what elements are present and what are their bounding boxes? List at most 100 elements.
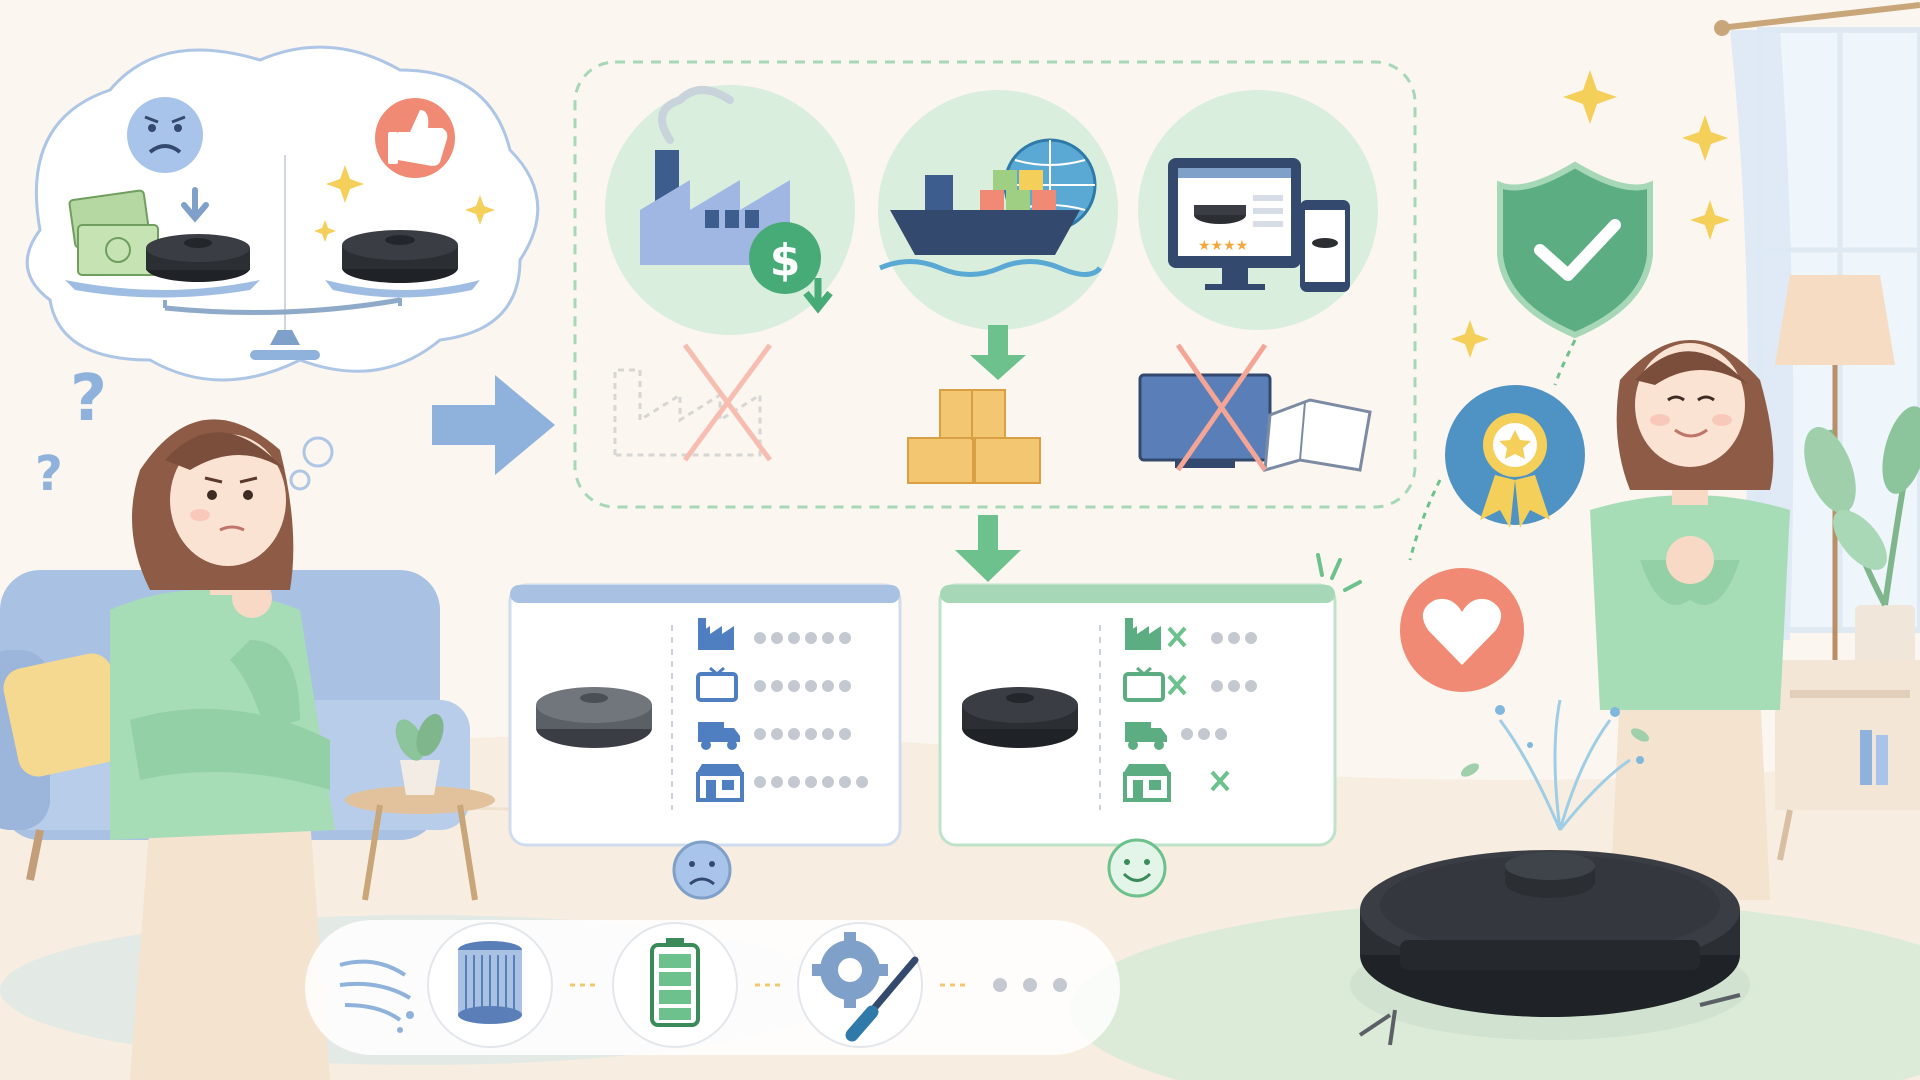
robot-vacuum-icon xyxy=(536,687,652,748)
progress-dot xyxy=(771,776,783,788)
progress-dot xyxy=(788,728,800,740)
progress-dot xyxy=(788,632,800,644)
progress-dot xyxy=(1228,680,1240,692)
progress-dot xyxy=(839,632,851,644)
filter-icon xyxy=(458,941,522,1024)
progress-dot xyxy=(1228,632,1240,644)
comparison-row xyxy=(1125,618,1257,650)
progress-dot xyxy=(754,680,766,692)
progress-dot xyxy=(856,776,868,788)
happy-woman xyxy=(1590,340,1790,900)
progress-dot xyxy=(1181,728,1193,740)
crossed-tv-catalog-icon xyxy=(1138,343,1372,473)
progress-dot xyxy=(822,728,834,740)
progress-dot xyxy=(839,776,851,788)
progress-dot xyxy=(788,680,800,692)
comparison-row xyxy=(698,722,851,750)
banknotes-icon xyxy=(68,189,159,276)
boxes-icon xyxy=(907,389,1041,484)
progress-dot xyxy=(1215,728,1227,740)
online-store-icon: ★★★★ xyxy=(1168,158,1350,292)
question-mark-icon: ? xyxy=(70,362,107,436)
progress-dot xyxy=(771,632,783,644)
store-icon xyxy=(1123,764,1171,802)
gear-screwdriver-icon xyxy=(812,932,919,1042)
robot-vacuum-icon xyxy=(342,230,458,283)
comparison-row xyxy=(1125,722,1227,750)
progress-dot xyxy=(805,776,817,788)
thinking-woman: ? ? xyxy=(35,362,335,1080)
thumbs-up-icon xyxy=(375,98,455,178)
progress-dot xyxy=(805,728,817,740)
battery-icon xyxy=(650,938,700,1027)
sad-face-icon xyxy=(672,840,732,900)
tv-icon xyxy=(1123,666,1165,702)
progress-dot xyxy=(805,680,817,692)
progress-dot xyxy=(805,632,817,644)
airflow-icon xyxy=(339,959,414,1033)
comparison-row xyxy=(696,666,851,702)
maintenance-strip xyxy=(305,920,1120,1055)
progress-dot xyxy=(771,680,783,692)
factory-stage: $ xyxy=(605,85,855,462)
sparkle-icon xyxy=(326,165,364,203)
progress-dot xyxy=(839,728,851,740)
progress-dot xyxy=(771,728,783,740)
sparkle-icon xyxy=(1682,115,1728,161)
factory-icon xyxy=(1125,618,1161,650)
balance-scale-icon xyxy=(65,155,480,360)
progress-dot xyxy=(1245,680,1257,692)
progress-dot xyxy=(754,632,766,644)
crossed-factory-icon xyxy=(613,343,773,462)
sparkle-icon xyxy=(1451,320,1489,358)
progress-dot xyxy=(1245,632,1257,644)
store-icon xyxy=(696,764,744,802)
progress-dot xyxy=(754,776,766,788)
progress-dot xyxy=(822,632,834,644)
shipping-stage xyxy=(878,90,1118,484)
question-mark-icon: ? xyxy=(35,446,63,502)
heart-icon xyxy=(1400,568,1524,692)
down-arrow-icon xyxy=(955,515,1021,582)
factory-icon xyxy=(698,618,734,650)
progress-dot xyxy=(754,728,766,740)
robot-vacuum xyxy=(1350,850,1750,1046)
plant-right xyxy=(1804,406,1920,665)
award-ribbon-icon xyxy=(1445,385,1585,528)
trust-badges xyxy=(1400,70,1730,692)
progress-dot xyxy=(1211,632,1223,644)
sparkle-fountain xyxy=(1460,699,1650,831)
robot-vacuum-icon xyxy=(146,234,250,282)
progress-dot xyxy=(839,680,851,692)
comparison-row xyxy=(696,764,868,802)
sparkle-icon xyxy=(465,195,495,225)
progress-dot xyxy=(822,680,834,692)
happy-face-icon xyxy=(1107,838,1167,898)
sad-face-icon xyxy=(127,97,203,173)
side-shelf xyxy=(1775,660,1920,861)
sparkle-icon xyxy=(314,220,336,242)
dollar-down-icon: $ xyxy=(749,222,833,314)
shield-check-icon xyxy=(1497,161,1653,339)
progress-dot xyxy=(1198,728,1210,740)
progress-dot xyxy=(1211,680,1223,692)
side-table xyxy=(345,713,495,901)
ship-globe-icon xyxy=(879,138,1102,277)
truck-icon xyxy=(1125,722,1167,750)
comparison-row xyxy=(1123,764,1230,802)
flow-arrow-icon xyxy=(432,375,555,475)
tv-icon xyxy=(696,666,738,702)
sparkle-icon xyxy=(1563,70,1617,124)
down-arrow-icon xyxy=(970,325,1026,380)
supply-chain-panel: $ xyxy=(573,60,1417,509)
progress-dot xyxy=(788,776,800,788)
progress-dot xyxy=(822,776,834,788)
comparison-row xyxy=(698,618,851,650)
comparison-right-card xyxy=(938,583,1337,847)
thought-cloud xyxy=(25,45,540,382)
truck-icon xyxy=(698,722,740,750)
svg-text:★★★★: ★★★★ xyxy=(1198,238,1248,254)
svg-text:$: $ xyxy=(770,235,801,286)
